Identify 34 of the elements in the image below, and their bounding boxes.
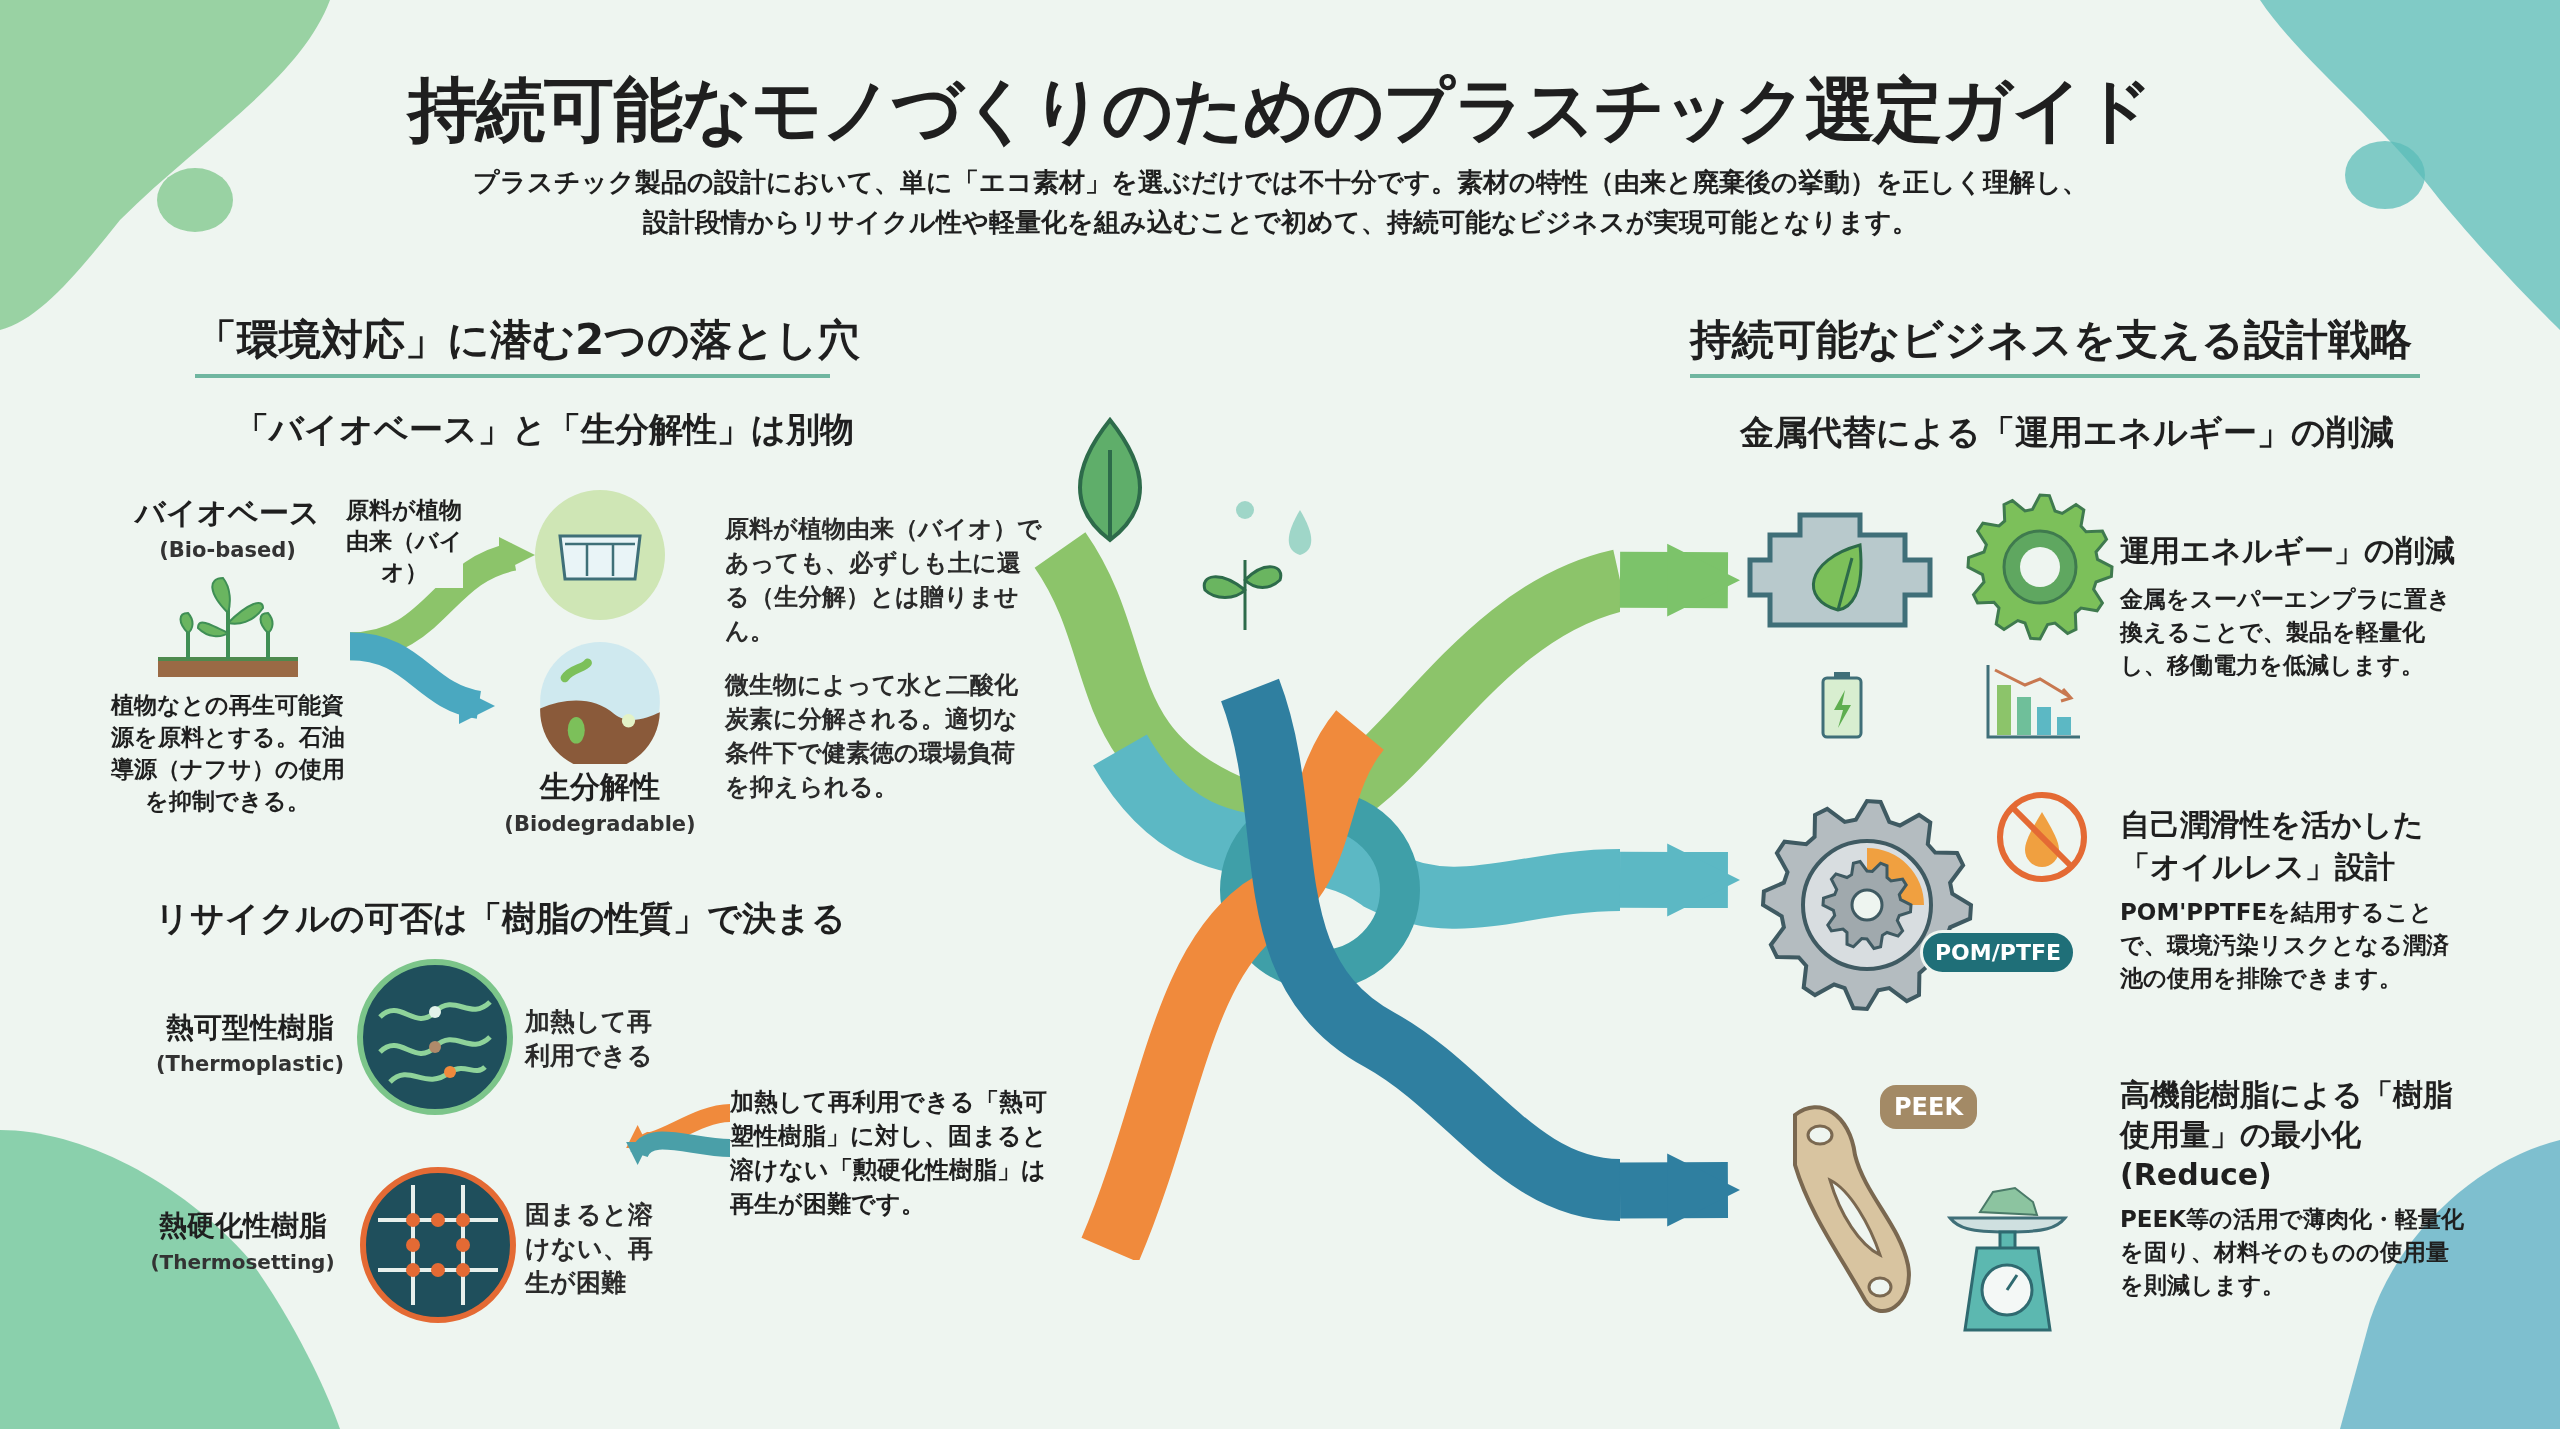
- description-text: 金属をスーパーエンプラに置き換えることで、製品を軽量化し、移働電力を低減します。: [2120, 585, 2452, 680]
- strategy-heading: 自己潤滑性を活かした「オイルレス」設計: [2120, 806, 2425, 886]
- arrow: [1620, 843, 1740, 917]
- description-text: PEEK等の活用で薄肉化・軽量化を固り、材料そのものの使用量を則減します。: [2120, 1205, 2466, 1300]
- intro-text: プラスチック製品の設計において、単に「エコ素材」を選ぶだけでは不十分です。素材の特性（由来と廃棄後の挙動）を正しく理解し、設計段情からリサイクル性や軽量化を組み込むことで初めて、持続可能なビジネスが実現可能となります。: [471, 166, 2089, 239]
- speech-bubble: PEEK: [1880, 1085, 1977, 1129]
- description-text: 微生物によって水と二酸化炭素に分解される。適切な条件下で健素徳の環場負荷を抑えられる。: [725, 670, 1019, 803]
- section-heading: 持続可能なビジネスを支える設計戦略: [1690, 314, 2412, 366]
- description-text: 加熱して再利用できる「熱可塑性樹脂」に対し、固まると溶けない「勲硬化性樹脂」は再生が困難です。: [730, 1087, 1048, 1220]
- strategy-heading: 高機能樹脂による「樹脂使用量」の最小化 (Reduce): [2120, 1076, 2454, 1194]
- arrow: [349, 632, 496, 722]
- strategy-heading: 運用エネルギー」の削減: [2120, 532, 2456, 570]
- edge-label: 原料が植物由来（バイオ）: [345, 495, 463, 588]
- subsection-heading: リサイクルの可否は「樹脂の性質」で決まる: [155, 897, 846, 940]
- arrow: [1620, 543, 1740, 617]
- description-text: 原料が植物由来（バイオ）であっても、必ずしも土に還る（生分解）とは贈りません。: [725, 514, 1043, 647]
- description-text: 加熱して再利用できる: [525, 1006, 654, 1072]
- arrow: [1620, 1153, 1740, 1227]
- subsection-heading: 「バイオベース」と「生分解性」は別物: [235, 408, 854, 451]
- page-title: 持続可能なモノづくりのためのプラスチック選定ガイド: [407, 68, 2153, 153]
- term-heading: バイオベース: [135, 494, 320, 532]
- arrow: [628, 1104, 731, 1150]
- section-heading: 「環境対応」に潜む2つの落とし穴: [195, 314, 861, 366]
- description-text: 固まると溶けない、再生が困難: [525, 1199, 654, 1299]
- description-text: POM'PPTFEを結用することで、環境汚染リスクとなる潤済池の使用を排除できます。: [2120, 898, 2450, 993]
- arrow: [628, 1131, 731, 1166]
- description-text: 植物なとの再生可能資源を原料とする。石油導源（ナフサ）の使用を抑制できる。: [109, 690, 346, 816]
- term-heading: 熱可型性樹脂: [166, 1010, 334, 1046]
- subsection-heading: 金属代替による「運用エネルギー」の削減: [1740, 411, 2394, 454]
- english-term: (Biodegradable): [504, 810, 696, 838]
- term-heading: 熱硬化性樹脂: [158, 1208, 327, 1244]
- english-term: (Bio-based): [159, 537, 296, 564]
- term-heading: 生分解性: [540, 767, 660, 806]
- english-term: (Thermoplastic): [156, 1051, 344, 1078]
